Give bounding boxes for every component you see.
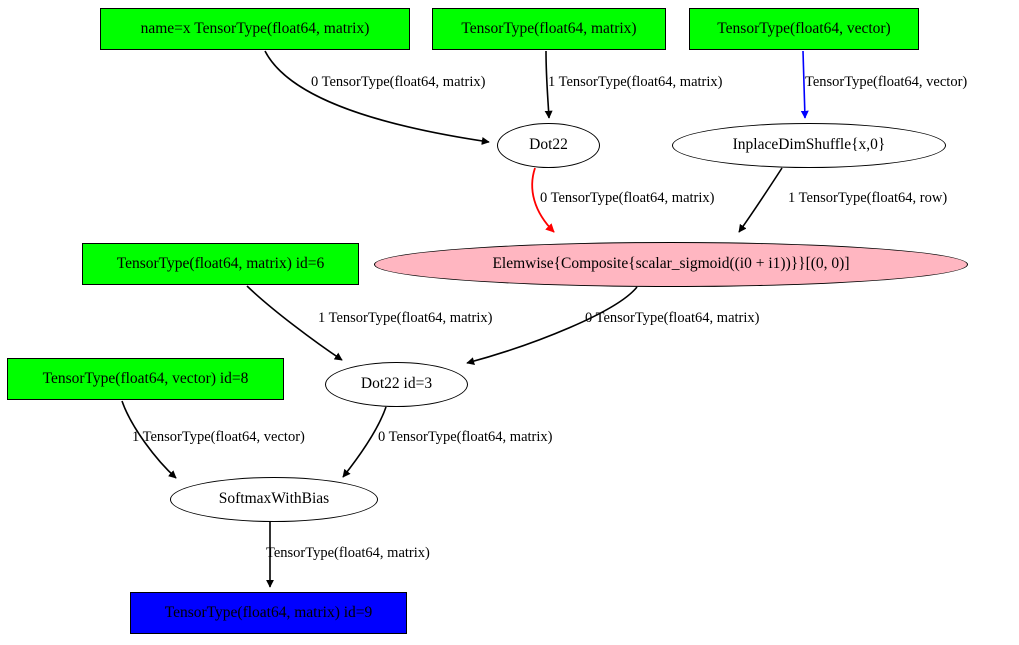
edge-label-dot22id3-to-softmax: 0 TensorType(float64, matrix) xyxy=(378,429,553,445)
edge-label-dot22-to-elemwise: 0 TensorType(float64, matrix) xyxy=(540,190,715,206)
node-op-dot22-id3[interactable]: Dot22 id=3 xyxy=(325,362,468,407)
edge-label-dimshuffle-to-elemwise: 1 TensorType(float64, row) xyxy=(788,190,948,206)
node-output-result[interactable]: TensorType(float64, matrix) id=9 xyxy=(130,592,407,634)
node-op-inplacedimshuffle[interactable]: InplaceDimShuffle{x,0} xyxy=(672,123,946,168)
node-op-elemwise-composite[interactable]: Elemwise{Composite{scalar_sigmoid((i0 + … xyxy=(374,242,968,287)
edge-label-elemwise-to-dot22id3: 0 TensorType(float64, matrix) xyxy=(585,310,760,326)
node-op-softmaxwithbias[interactable]: SoftmaxWithBias xyxy=(170,477,378,522)
node-input-bias-1[interactable]: TensorType(float64, vector) xyxy=(689,8,919,50)
node-input-weights-2[interactable]: TensorType(float64, matrix) id=6 xyxy=(82,243,359,285)
edge-x-to-dot22 xyxy=(264,50,490,145)
edge-label-x-to-dot22: 0 TensorType(float64, matrix) xyxy=(311,74,486,90)
node-input-bias-2[interactable]: TensorType(float64, vector) id=8 xyxy=(7,358,284,400)
edge-dimshuffle-to-elemwise xyxy=(738,167,783,233)
node-input-weights-1[interactable]: TensorType(float64, matrix) xyxy=(432,8,666,50)
node-input-x[interactable]: name=x TensorType(float64, matrix) xyxy=(100,8,410,50)
node-op-dot22[interactable]: Dot22 xyxy=(497,123,600,168)
edge-label-b1-to-dimshuffle: TensorType(float64, vector) xyxy=(805,74,968,90)
edge-label-b2-to-softmax: 1 TensorType(float64, vector) xyxy=(132,429,305,445)
edge-label-w1-to-dot22: 1 TensorType(float64, matrix) xyxy=(548,74,723,90)
edge-label-softmax-to-output: TensorType(float64, matrix) xyxy=(266,545,430,561)
edge-label-w2-to-dot22id3: 1 TensorType(float64, matrix) xyxy=(318,310,493,326)
